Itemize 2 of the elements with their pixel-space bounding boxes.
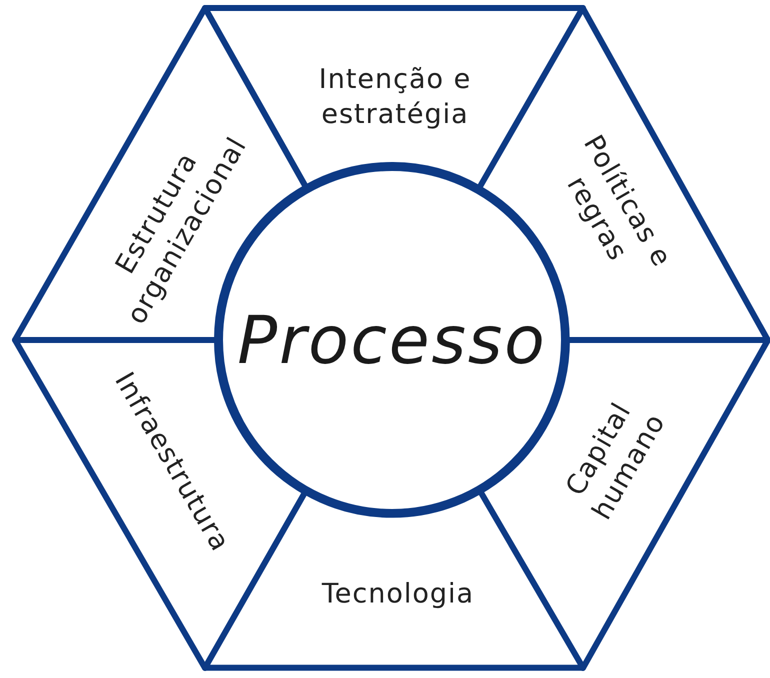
segment-label: Tecnologia: [320, 577, 476, 612]
segment-label: Intenção e estratégia: [318, 62, 472, 132]
